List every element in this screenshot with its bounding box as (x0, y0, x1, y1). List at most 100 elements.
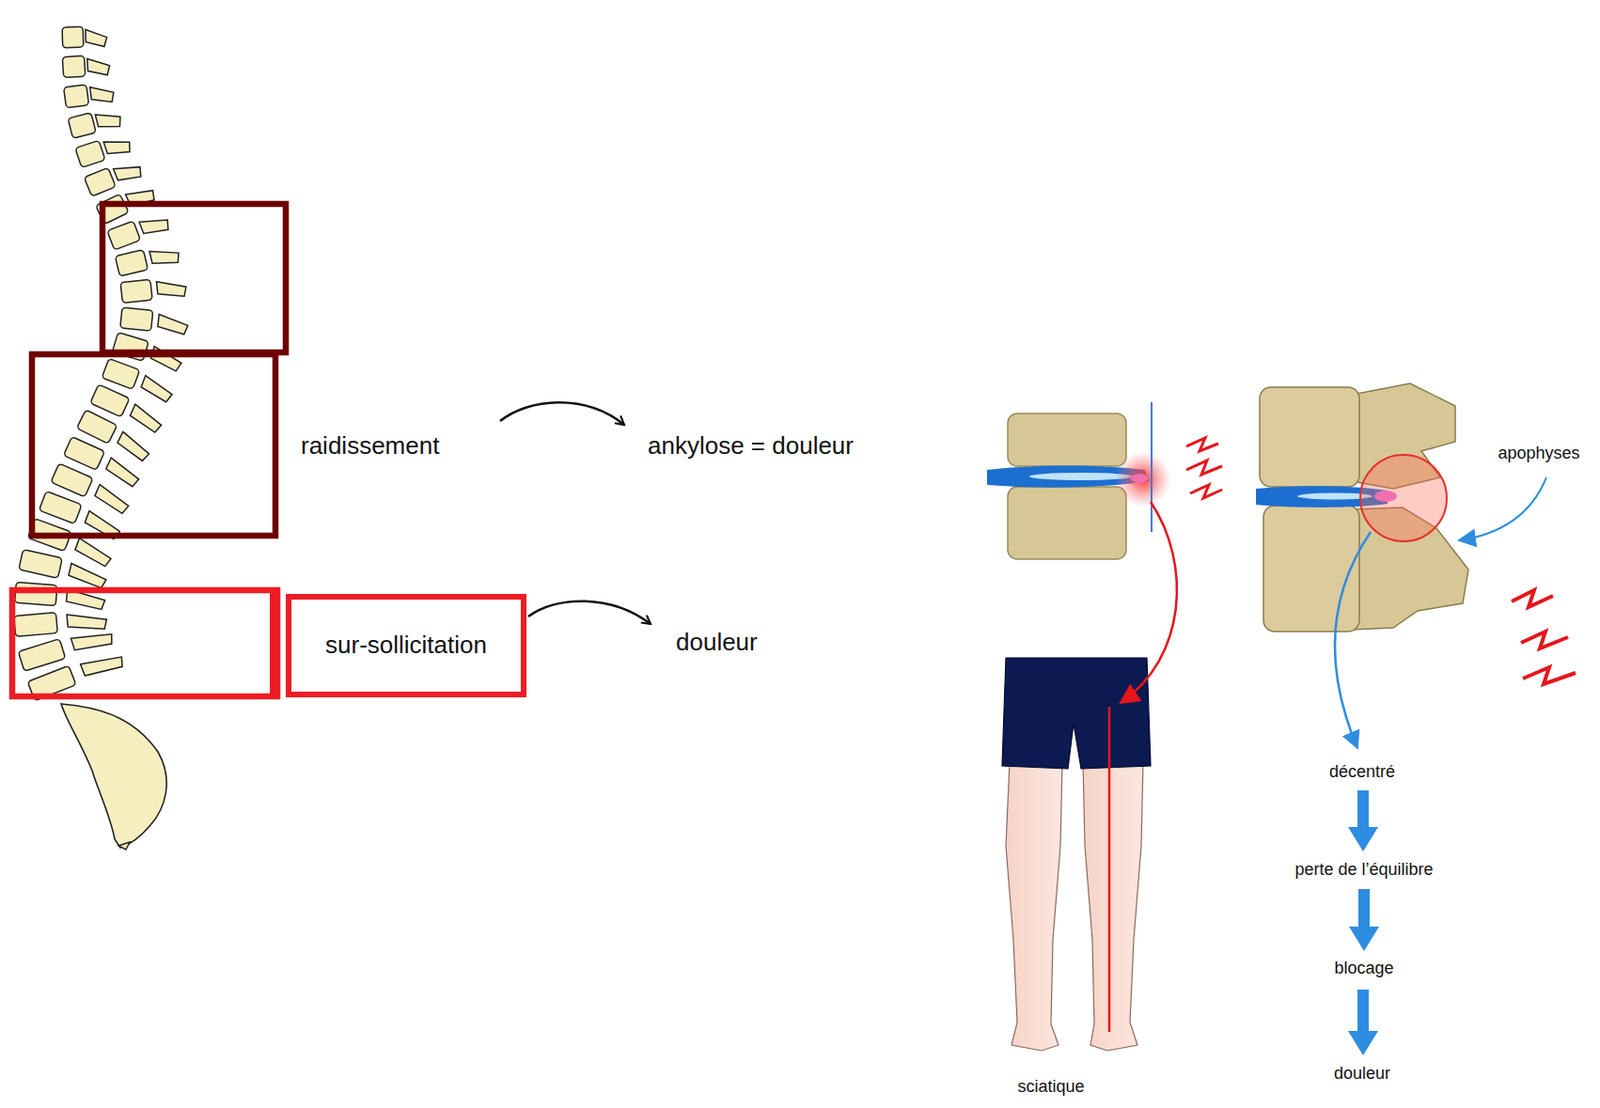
vertebral-body (1007, 413, 1127, 467)
step-label: blocage (1333, 958, 1394, 980)
vertebra (63, 80, 115, 108)
hernia (1374, 490, 1397, 502)
spinous-process (115, 431, 154, 462)
hernia (1130, 473, 1148, 484)
vertebral-body (83, 167, 116, 197)
vertebral-body (90, 384, 130, 418)
disc-illustration (987, 402, 1223, 560)
process-label: raidissement (300, 431, 440, 461)
vertebral-body (1263, 505, 1360, 632)
caption-label: sciatique (1017, 1077, 1084, 1099)
vertebra (75, 131, 133, 169)
legs-illustration (1002, 501, 1177, 1051)
curved-arrow (500, 402, 625, 425)
box-edge (269, 587, 280, 700)
vertebra (120, 307, 189, 335)
vertebral-body (14, 612, 59, 638)
vertebra (62, 54, 110, 79)
pain-zigzag (1521, 631, 1569, 649)
curved-arrow (528, 601, 651, 625)
pain-glow (1114, 451, 1172, 508)
vertebra-illustration (1255, 383, 1576, 749)
vertebral-body (17, 639, 65, 673)
pain-zigzag (1186, 438, 1219, 452)
vertebra (83, 156, 143, 196)
vertebral-body (120, 307, 154, 331)
step-label: douleur (1333, 1064, 1391, 1085)
spinous-process (70, 626, 114, 655)
pain-zigzag (1190, 485, 1223, 499)
vertebral-body (18, 549, 63, 580)
spinous-process (149, 245, 181, 269)
block-arrow (1348, 989, 1379, 1056)
vertebra (114, 241, 181, 277)
vertebra (120, 275, 188, 303)
vertebral-body (101, 358, 141, 390)
vertebral-body (114, 250, 148, 277)
region-box (12, 590, 278, 697)
spinous-process (90, 84, 116, 106)
result-label: douleur (675, 627, 758, 658)
highlight-box: sur-sollicitation (285, 594, 527, 698)
vertebra (27, 646, 126, 702)
spinous-process (87, 57, 110, 77)
block-arrow (1349, 889, 1380, 952)
spinous-process (80, 649, 126, 681)
vertebra (15, 581, 107, 610)
vertebral-body (77, 409, 118, 444)
leg (1005, 761, 1063, 1051)
sciatic-arrow (1120, 501, 1177, 704)
spine-illustration (14, 22, 189, 702)
nerve-line (1150, 402, 1153, 533)
spinous-process (73, 538, 114, 568)
step-label: décentré (1329, 762, 1396, 784)
coccyx (118, 842, 130, 850)
vertebral-body (62, 55, 85, 78)
leg (1082, 761, 1144, 1051)
pain-zigzag (1186, 460, 1223, 475)
vertebra (62, 26, 108, 48)
pain-zigzag (1511, 590, 1553, 608)
spinous-process (104, 457, 143, 488)
vertebral-body (1007, 486, 1127, 560)
sciatic-line (1108, 706, 1112, 1033)
spinous-process (93, 485, 132, 516)
vertebral-body (107, 220, 142, 251)
spinous-process (113, 159, 144, 186)
cascade-arrow (1334, 532, 1371, 749)
spinous-process (139, 376, 175, 404)
spinous-process (85, 29, 108, 48)
spinous-process (139, 212, 172, 239)
vertebral-body (63, 84, 90, 109)
vertebral-body (75, 140, 106, 168)
pointer-arrow (1458, 477, 1547, 541)
vertebral-body (120, 279, 153, 303)
problem-circle (1360, 454, 1447, 542)
pain-zigzag (1522, 667, 1576, 685)
spinous-process (66, 611, 108, 632)
spinous-process (67, 563, 109, 589)
vertebra (14, 608, 108, 637)
vertebra (107, 209, 172, 251)
vertebra (67, 106, 123, 140)
region-box (31, 354, 276, 536)
step-label: perte de l’équilibre (1294, 860, 1433, 881)
part-label: apophyses (1497, 443, 1580, 465)
vertebral-body (63, 437, 106, 471)
vertebral-body (62, 26, 84, 48)
vertebral-body (50, 463, 94, 498)
block-arrow (1348, 790, 1379, 852)
vertebral-body (67, 112, 96, 139)
spinous-process (156, 278, 188, 299)
spinous-process (127, 404, 165, 434)
vertebral-body (38, 491, 82, 525)
shorts (1002, 658, 1151, 769)
result-label: ankylose = douleur (647, 431, 854, 461)
vertebral-body (15, 581, 58, 606)
box-label: sur-sollicitation (325, 630, 487, 660)
region-box (102, 203, 286, 353)
vertebral-body (1259, 387, 1360, 487)
spinous-process (103, 134, 133, 159)
